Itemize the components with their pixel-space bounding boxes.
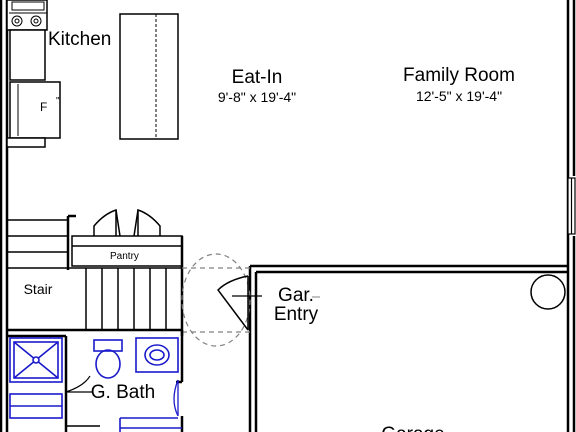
sink-counter (9, 29, 46, 81)
toilet-tank (93, 339, 123, 352)
vanity (135, 337, 179, 373)
water-heater (530, 274, 566, 310)
eat-in-dims: 9'-8" x 19'-4" (218, 89, 296, 105)
counter-lower (6, 137, 46, 148)
bath-fixtures (9, 337, 182, 432)
guest-bath-walls (7, 330, 184, 432)
fridge-quote: " (56, 96, 60, 107)
garage-entry-door (217, 275, 249, 331)
fridge-label: F (40, 100, 47, 114)
garage-entry-area (181, 253, 251, 347)
pantry-label: Pantry (110, 251, 139, 262)
garage-label: Garage (381, 424, 444, 432)
kitchen-label: Kitchen (48, 29, 111, 50)
kitchen-island (119, 13, 179, 140)
pantry (71, 208, 183, 267)
stair (7, 219, 182, 332)
family-room-label: Family Room (403, 65, 515, 86)
guest-bath-label: G. Bath (91, 382, 155, 403)
stove-burners (9, 1, 47, 27)
bath-sink (144, 344, 170, 366)
linen-door (65, 375, 92, 393)
window-right (567, 177, 576, 235)
stair-label: Stair (24, 281, 53, 297)
garage-entry-label-1: Gar. (278, 285, 314, 306)
range (6, 0, 48, 31)
shower (9, 337, 63, 383)
toilet-bowl (95, 349, 121, 379)
family-room-dims: 12'-5" x 19'-4" (416, 88, 502, 104)
garage-entry-label-2: Entry (274, 304, 319, 325)
eat-in-label: Eat-In (232, 67, 283, 88)
